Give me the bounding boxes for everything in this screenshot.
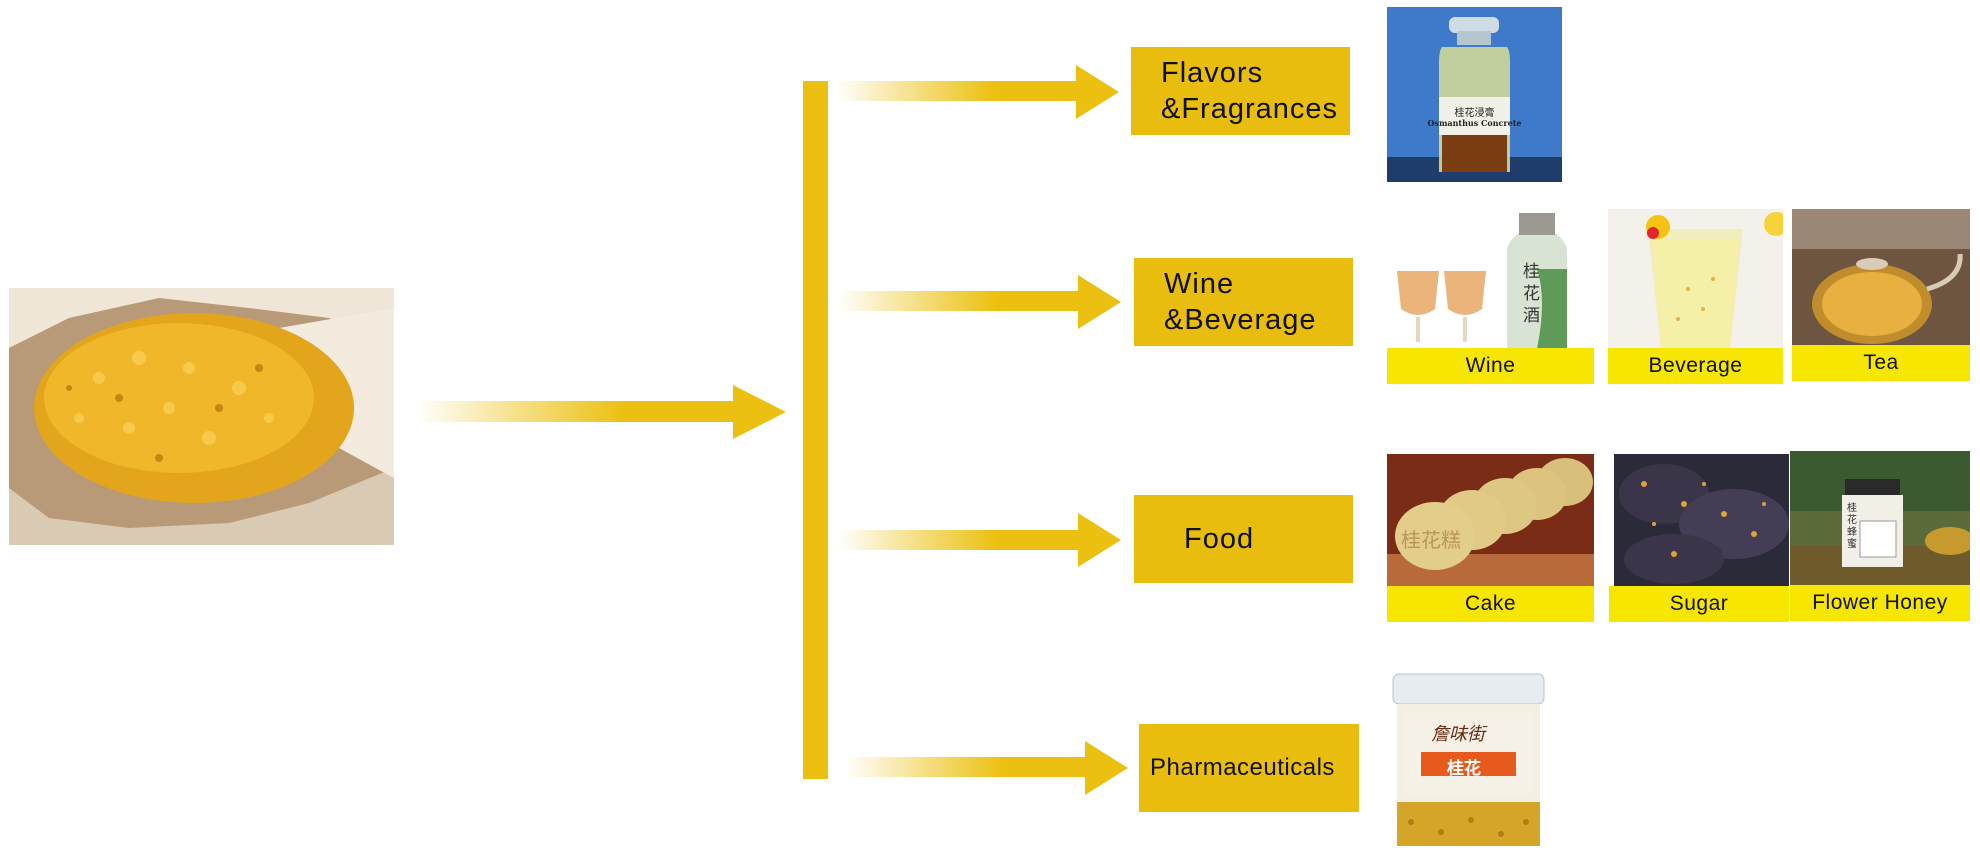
category-wine-box: Wine &Beverage xyxy=(1134,258,1353,346)
category-wine-line1: Wine xyxy=(1164,267,1235,300)
category-wine-line2: &Beverage xyxy=(1164,304,1317,336)
flower-honey-photo: 桂花蜂蜜 xyxy=(1790,451,1970,586)
label-tea: Tea xyxy=(1792,345,1970,381)
bottle-label-en: Osmanthus Concrete xyxy=(1427,118,1522,128)
branch-arrow-pharma xyxy=(845,757,1089,777)
label-beverage: Beverage xyxy=(1608,348,1783,384)
branch-arrowhead-food xyxy=(1078,513,1121,567)
beverage-photo xyxy=(1608,209,1783,349)
label-sugar: Sugar xyxy=(1609,586,1789,622)
branch-trunk xyxy=(803,81,828,779)
bottle-label-cn: 桂花浸膏 xyxy=(1454,108,1495,119)
main-arrow-shaft xyxy=(417,401,737,422)
dried-osmanthus-photo xyxy=(9,288,394,545)
branch-arrow-food xyxy=(838,530,1082,550)
label-cake: Cake xyxy=(1387,586,1594,622)
branch-arrowhead-flavors xyxy=(1076,65,1119,119)
tea-photo xyxy=(1792,209,1970,349)
osmanthus-concrete-photo: 桂花浸膏 Osmanthus Concrete xyxy=(1387,7,1562,182)
jar-brand-text: 詹味街 xyxy=(1431,724,1485,745)
category-food-line1: Food xyxy=(1184,522,1255,555)
branch-arrowhead-wine xyxy=(1078,275,1121,329)
category-flavors-line2: &Fragrances xyxy=(1161,93,1339,125)
category-pharma-box: Pharmaceuticals xyxy=(1139,724,1359,812)
label-wine: Wine xyxy=(1387,348,1594,384)
label-flower-honey: Flower Honey xyxy=(1790,585,1970,621)
cake-photo: 桂花糕 xyxy=(1387,454,1594,586)
jar-name-text: 桂花 xyxy=(1447,759,1481,779)
category-food-box: Food xyxy=(1134,495,1353,583)
branch-arrow-flavors xyxy=(836,81,1080,101)
honey-jar-text: 桂花蜂蜜 xyxy=(1847,503,1857,550)
sugar-photo xyxy=(1614,454,1789,586)
branch-arrowhead-pharma xyxy=(1085,741,1128,795)
wine-bottle-text: 桂花酒 xyxy=(1523,262,1540,326)
main-arrow-head xyxy=(733,385,786,439)
branch-arrow-wine xyxy=(838,291,1082,311)
category-pharma-line1: Pharmaceuticals xyxy=(1150,754,1335,781)
category-flavors-line1: Flavors xyxy=(1161,56,1264,89)
category-flavors-box: Flavors &Fragrances xyxy=(1131,47,1350,135)
cake-stamp-text: 桂花糕 xyxy=(1401,528,1461,552)
wine-photo: 桂花酒 xyxy=(1387,209,1594,349)
pharma-jar-photo: 詹味街 桂花 xyxy=(1391,672,1546,846)
